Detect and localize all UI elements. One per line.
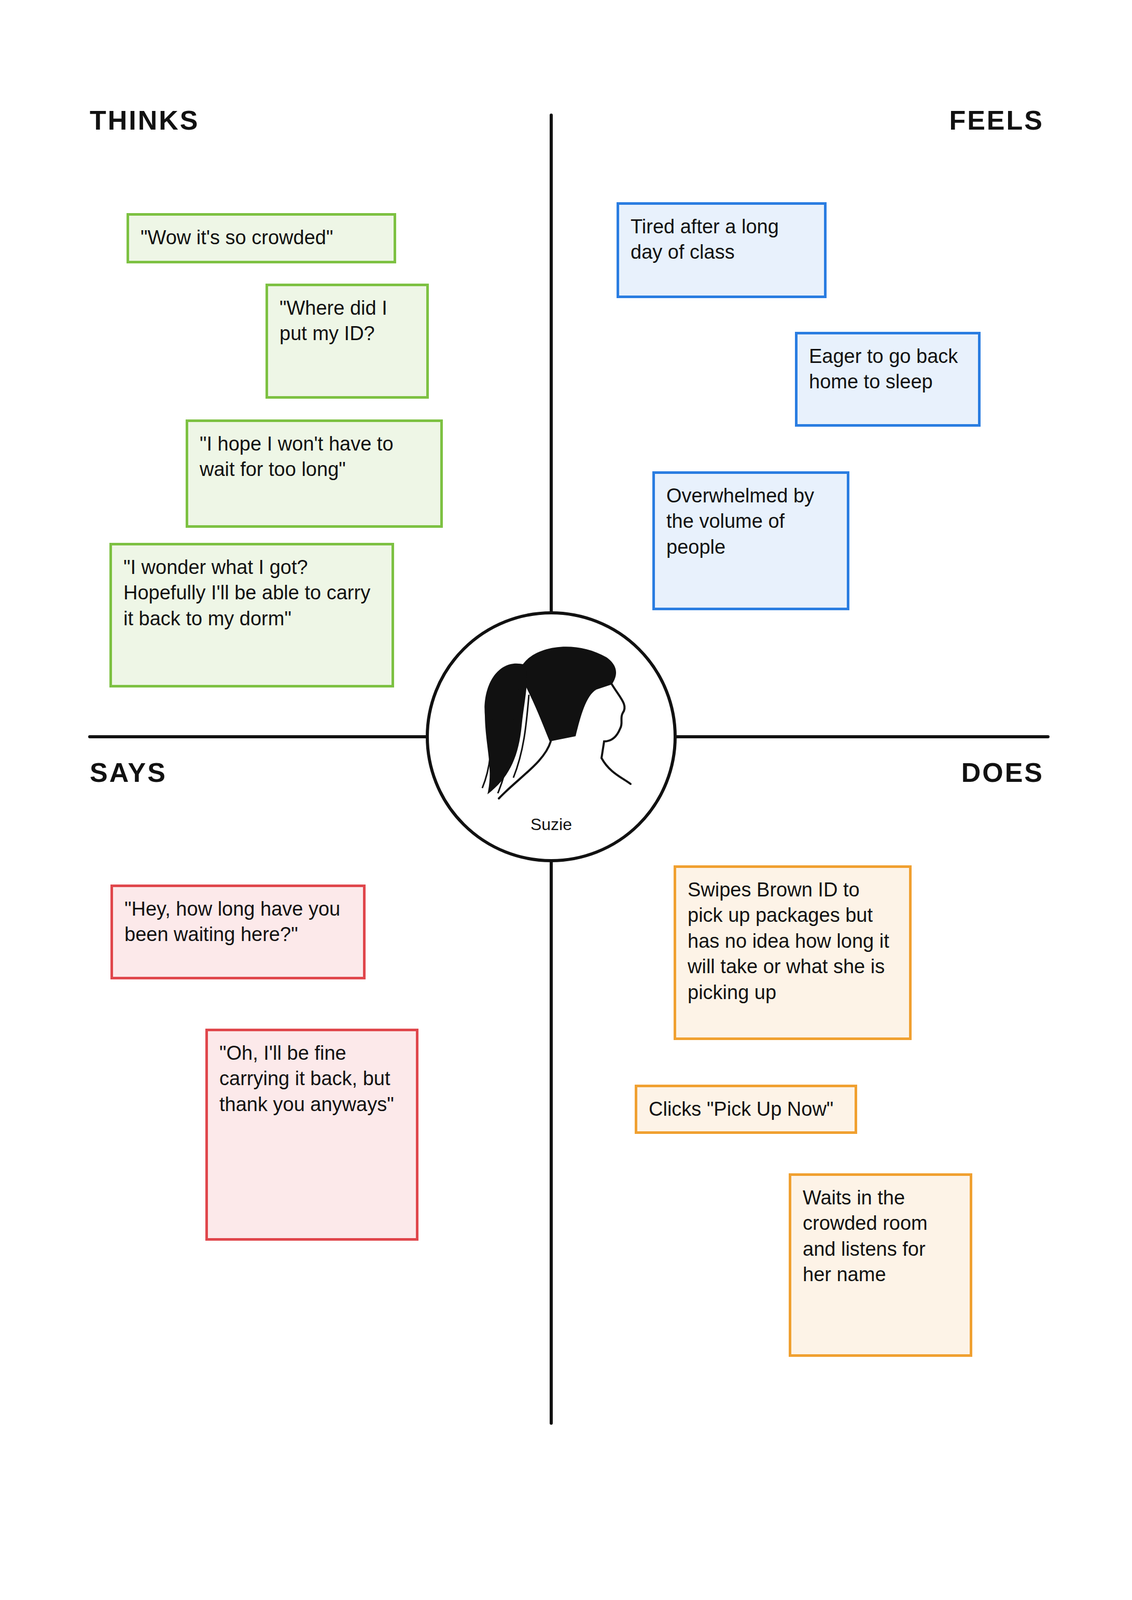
node-text: Waits in the crowded room and listens fo… (802, 1185, 959, 1289)
node-text: "Hey, how long have you been waiting her… (124, 896, 352, 948)
feels-note: Eager to go back home to sleep (794, 331, 981, 427)
quadrant-label: THINKS (89, 104, 200, 136)
node-text: Clicks "Pick Up Now" (648, 1096, 844, 1123)
strand (497, 689, 519, 794)
does-note: Clicks "Pick Up Now" (634, 1084, 858, 1135)
node-text: "Where did I put my ID? (279, 295, 415, 347)
quadrant-axes (89, 115, 1048, 1424)
node-text: "Oh, I'll be fine carrying it back, but … (219, 1040, 405, 1118)
feels-note: Overwhelmed by the volume of people (652, 471, 850, 611)
does-note: Waits in the crowded room and listens fo… (788, 1173, 973, 1358)
quadrant-label: FEELS (948, 104, 1044, 136)
node-text: Eager to go back home to sleep (808, 343, 967, 396)
axis-line (676, 735, 1048, 739)
thinks-note: "I hope I won't have to wait for too lon… (185, 419, 443, 528)
thinks-note: "I wonder what I got? Hopefully I'll be … (109, 542, 395, 688)
node-text: Suzie (530, 815, 572, 835)
strand (482, 694, 493, 789)
says-note: "Hey, how long have you been waiting her… (110, 884, 366, 980)
node-text: Tired after a long day of class (630, 214, 813, 266)
axis-line (549, 115, 553, 612)
node-text: Swipes Brown ID to pick up packages but … (687, 877, 898, 1006)
persona-circle: Suzie (425, 611, 677, 863)
axis-line (549, 862, 553, 1424)
node-text: Overwhelmed by the volume of people (666, 483, 836, 561)
node-text: "Wow it's so crowded" (140, 225, 383, 251)
profile-lines (498, 684, 631, 799)
thinks-note: "Wow it's so crowded" (126, 213, 397, 264)
face-profile (601, 684, 625, 759)
shoulder (601, 758, 631, 785)
axis-line (89, 735, 426, 739)
quadrant-label: SAYS (89, 757, 167, 789)
persona-illustration (482, 646, 631, 799)
node-text: "I hope I won't have to wait for too lon… (199, 431, 429, 483)
quadrant-label: DOES (961, 757, 1044, 789)
hair (518, 646, 617, 742)
says-note: "Oh, I'll be fine carrying it back, but … (205, 1028, 419, 1241)
neck-back (498, 741, 551, 799)
feels-note: Tired after a long day of class (616, 202, 827, 299)
thinks-note: "Where did I put my ID? (265, 283, 429, 399)
does-note: Swipes Brown ID to pick up packages but … (673, 865, 912, 1041)
strand (513, 694, 529, 778)
node-text: "I wonder what I got? Hopefully I'll be … (123, 554, 381, 632)
